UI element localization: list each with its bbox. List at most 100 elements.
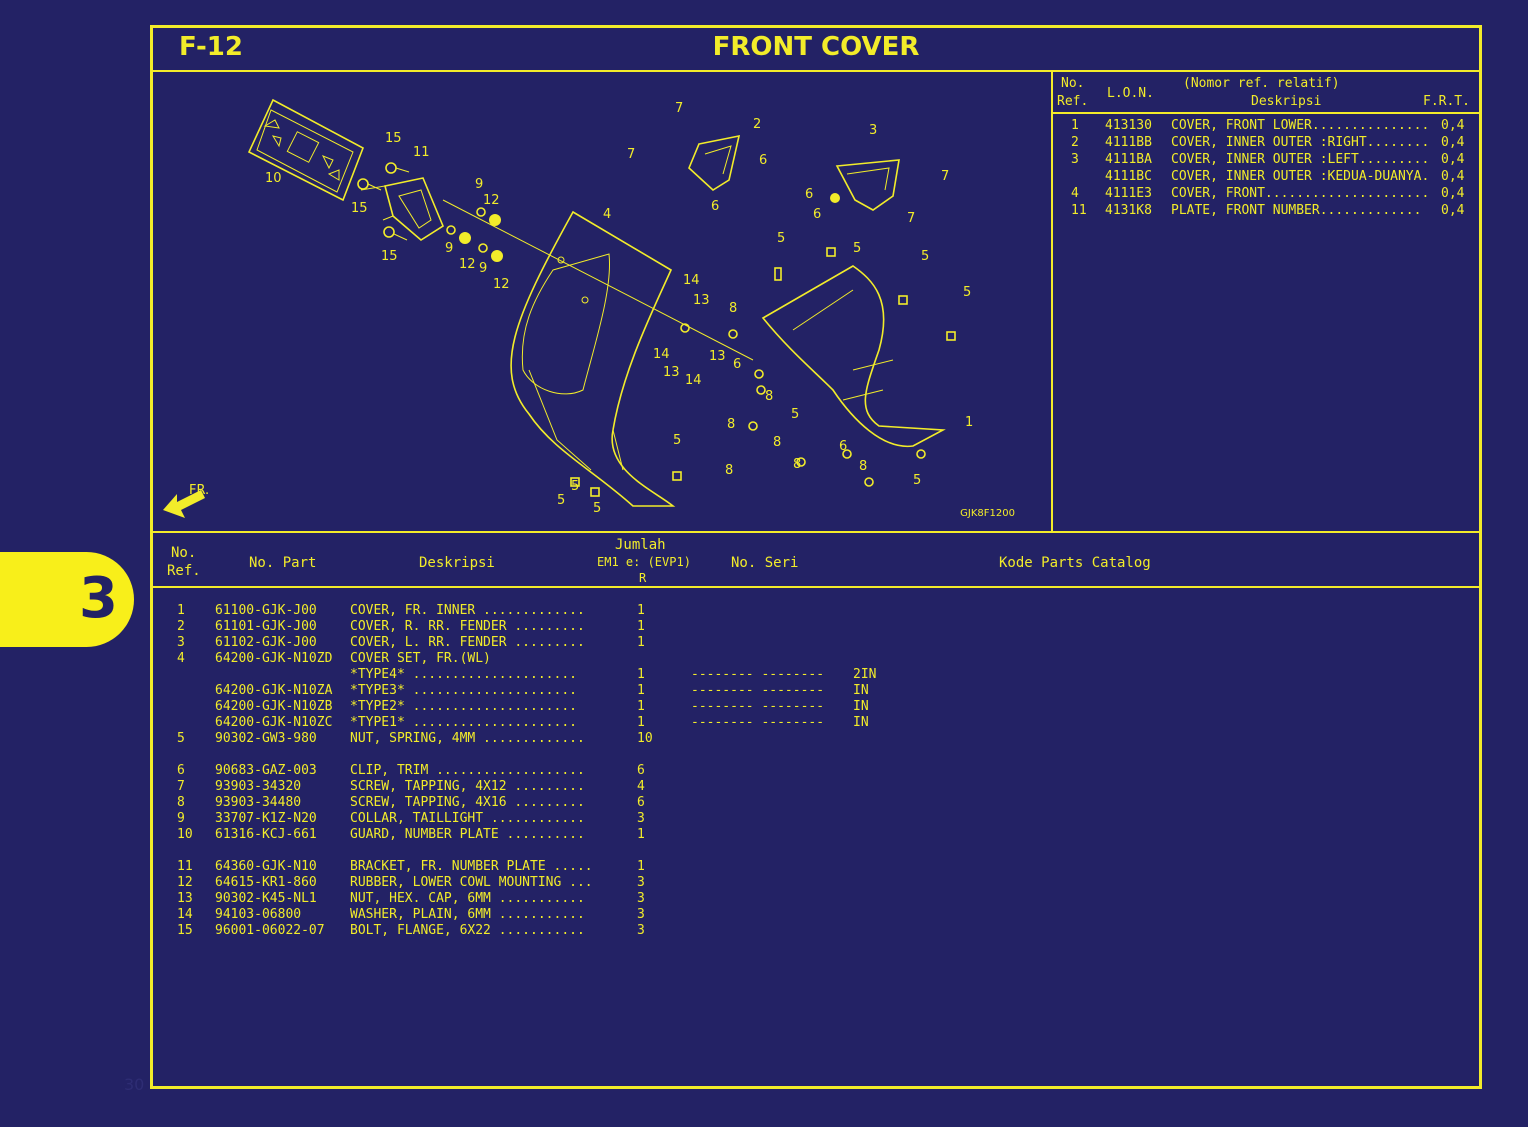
table-row: 64200-GJK-N10ZB*TYPE2* .................…: [153, 699, 1479, 715]
frt-cell-desc: COVER, INNER OUTER :KEDUA-DUANYA.: [1171, 169, 1430, 184]
cell-seri: -------- --------: [691, 699, 825, 714]
callout-37: 8: [773, 435, 781, 450]
cell-ref: 4: [177, 651, 185, 666]
callout-41: 8: [859, 459, 867, 474]
frt-cell-ref: 3: [1071, 152, 1079, 167]
sheet-header: F-12 FRONT COVER: [153, 28, 1479, 72]
cell-part: 64200-GJK-N10ZB: [215, 699, 333, 714]
cell-ref: 13: [177, 891, 193, 906]
callout-7: 9: [445, 241, 453, 256]
header-ref: Ref.: [167, 563, 201, 579]
cell-desc: COVER, R. RR. FENDER .........: [350, 619, 585, 634]
cell-qty: 3: [637, 907, 645, 922]
cell-kode: IN: [853, 715, 869, 730]
cell-desc: COVER, L. RR. FENDER .........: [350, 635, 585, 650]
callout-6: 12: [483, 193, 500, 208]
header-r: R: [639, 571, 647, 585]
frt-cell-frt: 0,4: [1441, 152, 1465, 167]
frt-cell-lon: 4131K8: [1105, 203, 1152, 218]
frt-cell-lon: 4111BB: [1105, 135, 1152, 150]
table-row: 64200-GJK-N10ZC*TYPE1* .................…: [153, 715, 1479, 731]
callout-18: 7: [941, 169, 949, 184]
header-no: No.: [171, 545, 197, 561]
cell-qty: 1: [637, 635, 645, 650]
cell-ref: 7: [177, 779, 185, 794]
callout-34: 8: [765, 389, 773, 404]
section-tab-number: 3: [79, 566, 118, 631]
cell-qty: 4: [637, 779, 645, 794]
cell-part: 94103-06800: [215, 907, 302, 922]
cell-desc: NUT, SPRING, 4MM .............: [350, 731, 585, 746]
cell-qty: 6: [637, 763, 645, 778]
frt-cell-lon: 4111E3: [1105, 186, 1152, 201]
cell-desc: *TYPE4* .....................: [350, 667, 577, 682]
illustration-code: GJK8F1200: [960, 508, 1015, 519]
frt-cell-ref: 1: [1071, 118, 1079, 133]
row-gap: [153, 843, 1479, 859]
page-title: FRONT COVER: [712, 32, 920, 62]
cell-part: 61101-GJK-J00: [215, 619, 317, 634]
callout-9: 9: [479, 261, 487, 276]
callout-39: 8: [793, 457, 801, 472]
cell-desc: *TYPE3* .....................: [350, 683, 577, 698]
parts-table-header: No. Ref. No. Part Deskripsi Jumlah EM1 e…: [153, 533, 1479, 588]
frt-cell-desc: COVER, INNER OUTER :LEFT.........: [1171, 152, 1430, 167]
cell-desc: COVER SET, FR.(WL): [350, 651, 491, 666]
cell-qty: 1: [637, 715, 645, 730]
cell-desc: COLLAR, TAILLIGHT ............: [350, 811, 585, 826]
cell-desc: SCREW, TAPPING, 4X12 .........: [350, 779, 585, 794]
cell-desc: RUBBER, LOWER COWL MOUNTING ...: [350, 875, 593, 890]
callout-19: 6: [805, 187, 813, 202]
cell-desc: WASHER, PLAIN, 6MM ...........: [350, 907, 585, 922]
callout-22: 5: [777, 231, 785, 246]
callout-4: 15: [381, 249, 398, 264]
cell-part: 93903-34480: [215, 795, 302, 810]
cell-qty: 1: [637, 683, 645, 698]
header-seri: No. Seri: [731, 555, 799, 571]
frt-cell-lon: 413130: [1105, 118, 1152, 133]
cell-seri: -------- --------: [691, 667, 825, 682]
frt-header-frt: F.R.T.: [1423, 94, 1470, 109]
frt-header-no: No.: [1061, 76, 1085, 91]
front-inner-cover: [510, 210, 676, 507]
page-number: 30: [124, 1075, 145, 1094]
callout-13: 2: [753, 117, 761, 132]
frt-row: 3 4111BA COVER, INNER OUTER :LEFT.........…: [1053, 152, 1479, 169]
cell-kode: 2IN: [853, 667, 877, 682]
cell-qty: 6: [637, 795, 645, 810]
header-part: No. Part: [249, 555, 317, 571]
frt-header-nomor: (Nomor ref. relatif): [1183, 76, 1340, 91]
cell-qty: 10: [637, 731, 653, 746]
collars-rubbers: [442, 199, 754, 361]
cell-ref: 11: [177, 859, 193, 874]
callout-24: 5: [921, 249, 929, 264]
cell-seri: -------- --------: [691, 715, 825, 730]
cell-ref: 2: [177, 619, 185, 634]
clips-screws: [570, 193, 956, 497]
cell-seri: -------- --------: [691, 683, 825, 698]
callout-14: 7: [627, 147, 635, 162]
cell-part: 90302-GW3-980: [215, 731, 317, 746]
cell-ref: 3: [177, 635, 185, 650]
cell-ref: 10: [177, 827, 193, 842]
cell-desc: BOLT, FLANGE, 6X22 ...........: [350, 923, 585, 938]
cell-ref: 9: [177, 811, 185, 826]
cell-part: 64200-GJK-N10ZD: [215, 651, 333, 666]
cell-part: 90683-GAZ-003: [215, 763, 317, 778]
cell-part: 64360-GJK-N10: [215, 859, 317, 874]
frt-cell-lon: 4111BA: [1105, 152, 1152, 167]
callout-31: 13: [663, 365, 680, 380]
frt-cell-ref: 2: [1071, 135, 1079, 150]
